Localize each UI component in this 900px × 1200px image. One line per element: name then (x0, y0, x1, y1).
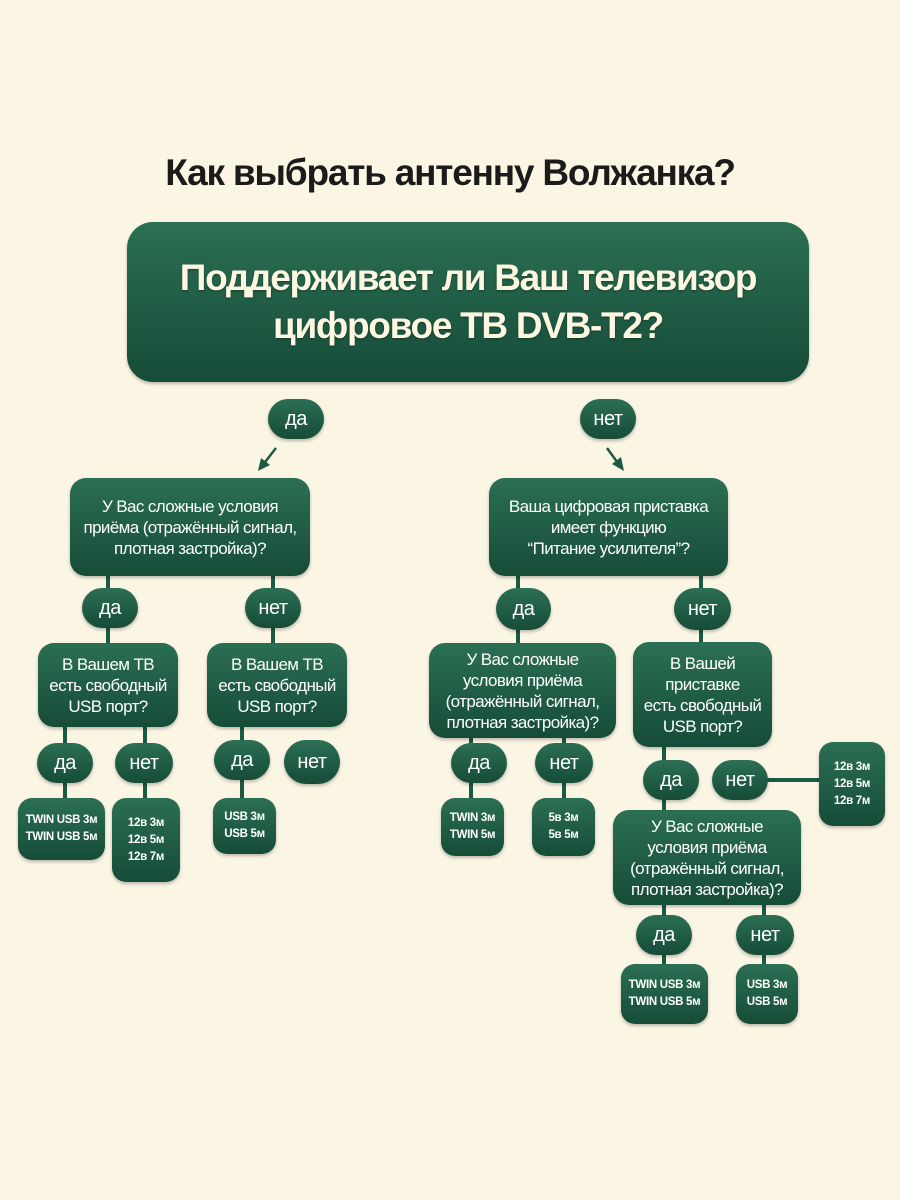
answer-yes: да (496, 588, 551, 630)
answer-no: нет (712, 760, 768, 800)
answer-no: нет (284, 740, 340, 784)
answer-no: нет (535, 743, 593, 783)
result-twin: TWIN 3м TWIN 5м (441, 798, 504, 856)
answer-no: нет (245, 588, 301, 628)
answer-yes: да (82, 588, 138, 628)
question-difficult-reception-short: У Вас сложные условия приёма (отражённый… (429, 643, 616, 738)
question-difficult-reception: У Вас сложные условия приёма (отражённый… (70, 478, 310, 576)
result-twin-usb: TWIN USB 3м TWIN USB 5м (621, 964, 708, 1024)
answer-yes: да (643, 760, 699, 800)
arrow-down-left-icon (258, 447, 277, 471)
answer-yes: да (636, 915, 692, 955)
answer-no: нет (115, 743, 173, 783)
answer-yes: да (451, 743, 507, 783)
answer-yes: да (37, 743, 93, 783)
result-twin-usb: TWIN USB 3м TWIN USB 5м (18, 798, 105, 860)
answer-no-root: нет (580, 399, 636, 439)
answer-yes-root: да (268, 399, 324, 439)
result-5v: 5в 3м 5в 5м (532, 798, 595, 856)
question-free-usb-box: В Вашей приставке есть свободный USB пор… (633, 642, 772, 747)
question-free-usb-tv: В Вашем ТВ есть свободный USB порт? (38, 643, 178, 727)
answer-yes: да (214, 740, 270, 780)
result-12v: 12в 3м 12в 5м 12в 7м (112, 798, 180, 882)
question-difficult-reception-long: У Вас сложные условия приёма (отражённый… (613, 810, 801, 905)
result-12v: 12в 3м 12в 5м 12в 7м (819, 742, 885, 826)
result-usb: USB 3м USB 5м (213, 798, 276, 854)
root-question: Поддерживает ли Ваш телевизор цифровое Т… (127, 222, 809, 382)
arrow-down-right-icon (605, 447, 624, 471)
question-free-usb-tv: В Вашем ТВ есть свободный USB порт? (207, 643, 347, 727)
answer-no: нет (736, 915, 794, 955)
question-power-feature: Ваша цифровая приставка имеет функцию “П… (489, 478, 728, 576)
page-title: Как выбрать антенну Волжанка? (165, 152, 736, 193)
result-usb: USB 3м USB 5м (736, 964, 798, 1024)
answer-no: нет (674, 588, 731, 630)
